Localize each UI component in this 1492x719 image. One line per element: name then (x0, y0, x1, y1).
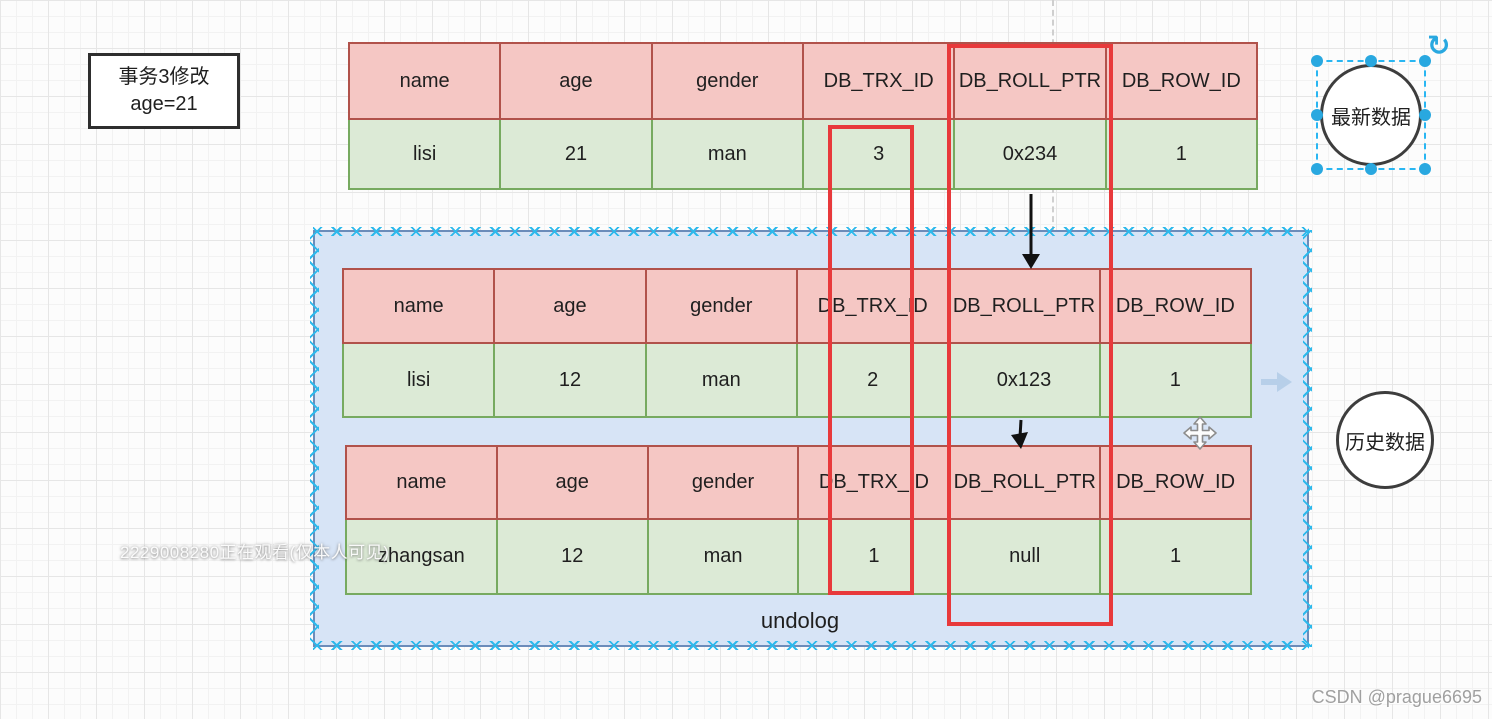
selection-handle-ne[interactable] (1419, 55, 1431, 67)
data-cell: man (646, 518, 800, 595)
data-cell: zhangsan (345, 518, 498, 595)
table-row: zhangsan 12 man 1 null 1 (345, 518, 1252, 595)
selection-handle-se[interactable] (1419, 163, 1431, 175)
container-lock-marks-left (310, 230, 319, 647)
selection-box (1311, 55, 1431, 175)
header-cell: gender (646, 445, 800, 520)
data-cell: null (948, 518, 1102, 595)
table-row: lisi 21 man 3 0x234 1 (347, 118, 1259, 190)
data-cell: 1 (797, 518, 951, 595)
header-cell: name (341, 268, 496, 344)
data-cell: lisi (347, 118, 502, 190)
container-lock-marks-bottom (313, 641, 1309, 650)
header-cell: DB_ROLL_PTR (953, 42, 1107, 120)
table-row: name age gender DB_TRX_ID DB_ROLL_PTR DB… (347, 42, 1259, 120)
data-cell: 0x123 (947, 342, 1101, 418)
container-lock-marks-top (313, 227, 1309, 236)
data-cell: 12 (495, 518, 649, 595)
header-cell: DB_TRX_ID (795, 268, 950, 344)
move-cursor-icon (1183, 416, 1217, 450)
data-cell: 21 (499, 118, 653, 190)
latest-data-circle-label: 最新数据 (1331, 106, 1411, 129)
table-latest-data[interactable]: name age gender DB_TRX_ID DB_ROLL_PTR DB… (347, 42, 1259, 190)
header-cell: DB_TRX_ID (797, 445, 951, 520)
note-line-2: age=21 (130, 93, 198, 115)
undolog-label: undolog (760, 608, 840, 633)
header-cell: gender (650, 42, 804, 120)
highlight-db-trx-id-column[interactable] (828, 125, 914, 595)
header-cell: DB_TRX_ID (801, 42, 956, 120)
container-lock-marks-right (1303, 230, 1312, 647)
history-data-circle[interactable]: 历史数据 (1336, 391, 1434, 489)
header-cell: age (493, 268, 647, 344)
data-cell: 0x234 (953, 118, 1107, 190)
table-row: name age gender DB_TRX_ID DB_ROLL_PTR DB… (345, 445, 1252, 520)
selection-handle-nw[interactable] (1311, 55, 1323, 67)
data-cell: man (644, 342, 798, 418)
selection-handle-w[interactable] (1311, 109, 1323, 121)
header-cell: DB_ROW_ID (1099, 445, 1252, 520)
header-cell: age (495, 445, 649, 520)
header-cell: DB_ROW_ID (1104, 42, 1259, 120)
selection-handle-n[interactable] (1365, 55, 1377, 67)
table-row: lisi 12 man 2 0x123 1 (341, 342, 1253, 418)
data-cell: 12 (493, 342, 647, 418)
selection-handle-s[interactable] (1365, 163, 1377, 175)
data-cell: 1 (1099, 518, 1252, 595)
rotate-icon[interactable]: ↻ (1427, 30, 1451, 61)
data-cell: 1 (1104, 118, 1259, 190)
data-cell: 2 (795, 342, 950, 418)
data-cell: lisi (341, 342, 496, 418)
csdn-attribution: CSDN @prague6695 (1311, 687, 1482, 707)
header-cell: name (347, 42, 502, 120)
history-data-circle-label: 历史数据 (1345, 431, 1425, 454)
table-row: name age gender DB_TRX_ID DB_ROLL_PTR DB… (341, 268, 1253, 344)
note-line-1: 事务3修改 (118, 66, 210, 88)
table-undo-version-1[interactable]: name age gender DB_TRX_ID DB_ROLL_PTR DB… (341, 268, 1253, 418)
header-cell: name (345, 445, 498, 520)
selection-handle-e[interactable] (1419, 109, 1431, 121)
header-cell: DB_ROW_ID (1098, 268, 1253, 344)
header-cell: age (499, 42, 653, 120)
data-cell: 1 (1098, 342, 1253, 418)
highlight-db-roll-ptr-column[interactable] (947, 44, 1113, 626)
table-undo-version-2[interactable]: name age gender DB_TRX_ID DB_ROLL_PTR DB… (345, 445, 1252, 595)
header-cell: DB_ROLL_PTR (948, 445, 1102, 520)
header-cell: gender (644, 268, 798, 344)
viewer-watermark: 2229008280正在观看(仅本人可见) (120, 543, 390, 562)
data-cell: man (650, 118, 804, 190)
transaction-note-box[interactable]: 事务3修改 age=21 (88, 53, 240, 129)
selection-handle-sw[interactable] (1311, 163, 1323, 175)
